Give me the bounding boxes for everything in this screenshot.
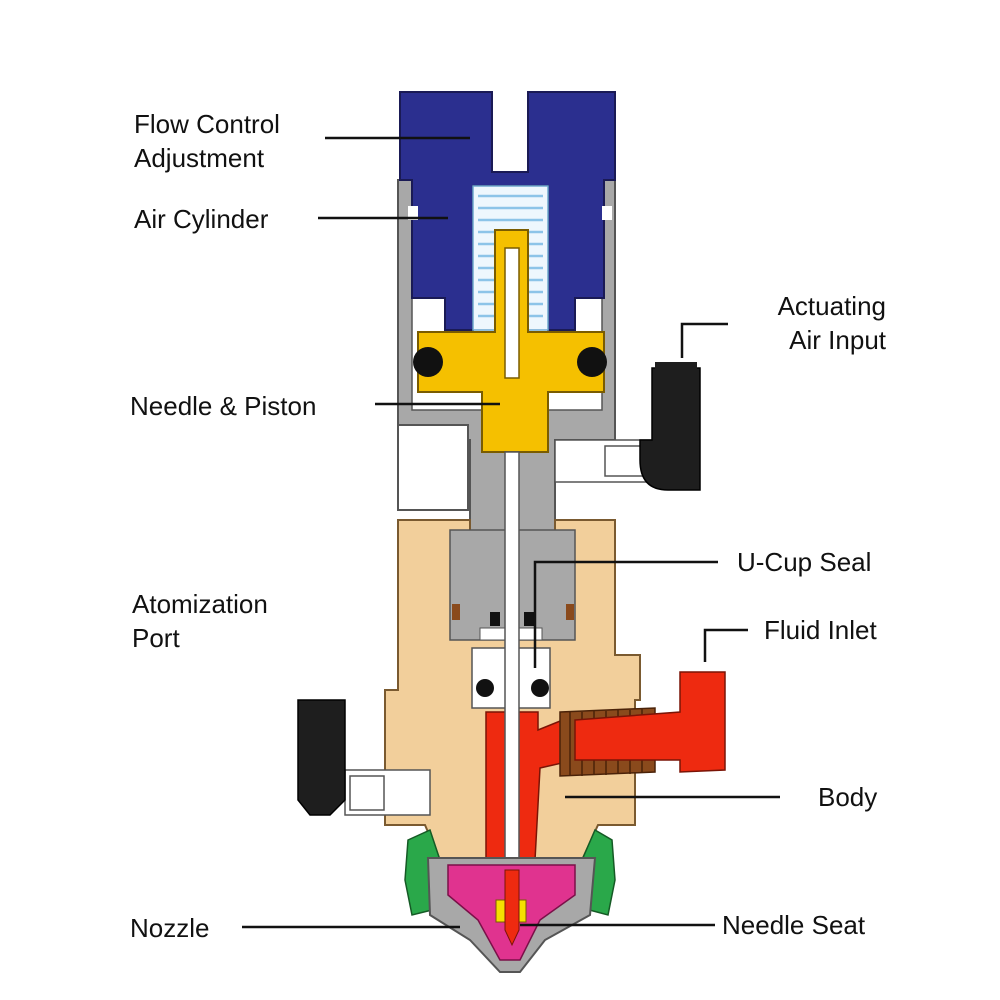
label-atomization-port: Atomization Port [132, 587, 268, 655]
label-nozzle: Nozzle [130, 913, 210, 943]
piston-oring-left [413, 347, 443, 377]
actuating-air-fitting [639, 367, 701, 491]
body-seal-left [452, 604, 460, 620]
actuating-air-port [655, 362, 697, 372]
label-needle-piston: Needle & Piston [130, 391, 317, 421]
u-cup-seal-left [490, 612, 500, 626]
leader-u-cup-seal [533, 560, 718, 668]
atomization-nut [349, 775, 385, 811]
leader-actuating-air [680, 322, 728, 358]
label-flow-control-line1: Flow Control [134, 109, 280, 139]
label-atomization-line1: Atomization [132, 589, 268, 619]
label-needle-seat: Needle Seat [722, 910, 866, 940]
needle-guide-ball-right [531, 679, 549, 697]
label-flow-control: Flow Control Adjustment [134, 107, 280, 175]
needle-guide-ball-left [476, 679, 494, 697]
label-actuating-line1: Actuating [777, 291, 886, 321]
atomization-fitting [297, 699, 346, 816]
label-fluid-inlet: Fluid Inlet [764, 615, 877, 645]
flow-control-cap [399, 91, 616, 331]
air-input-nut [604, 445, 646, 477]
body-seal-right [566, 604, 574, 620]
fluid-inlet-fitting [574, 671, 726, 773]
label-atomization-line2: Port [132, 623, 180, 653]
label-u-cup-seal: U-Cup Seal [737, 547, 872, 577]
u-cup-seal-right [524, 612, 534, 626]
cap-notch-left [408, 206, 418, 220]
label-air-cylinder: Air Cylinder [134, 204, 269, 234]
leader-fluid-inlet [703, 628, 748, 662]
label-body: Body [818, 782, 878, 812]
label-actuating-line2: Air Input [789, 325, 886, 355]
needle-tip-lower [504, 869, 520, 947]
leader-lines [242, 136, 780, 929]
piston-oring-right [577, 347, 607, 377]
piston-slot [504, 247, 520, 379]
label-flow-control-line2: Adjustment [134, 143, 265, 173]
label-actuating-air: Actuating Air Input [778, 289, 886, 357]
housing-side-notch [397, 424, 469, 511]
cap-notch-right [602, 206, 612, 220]
